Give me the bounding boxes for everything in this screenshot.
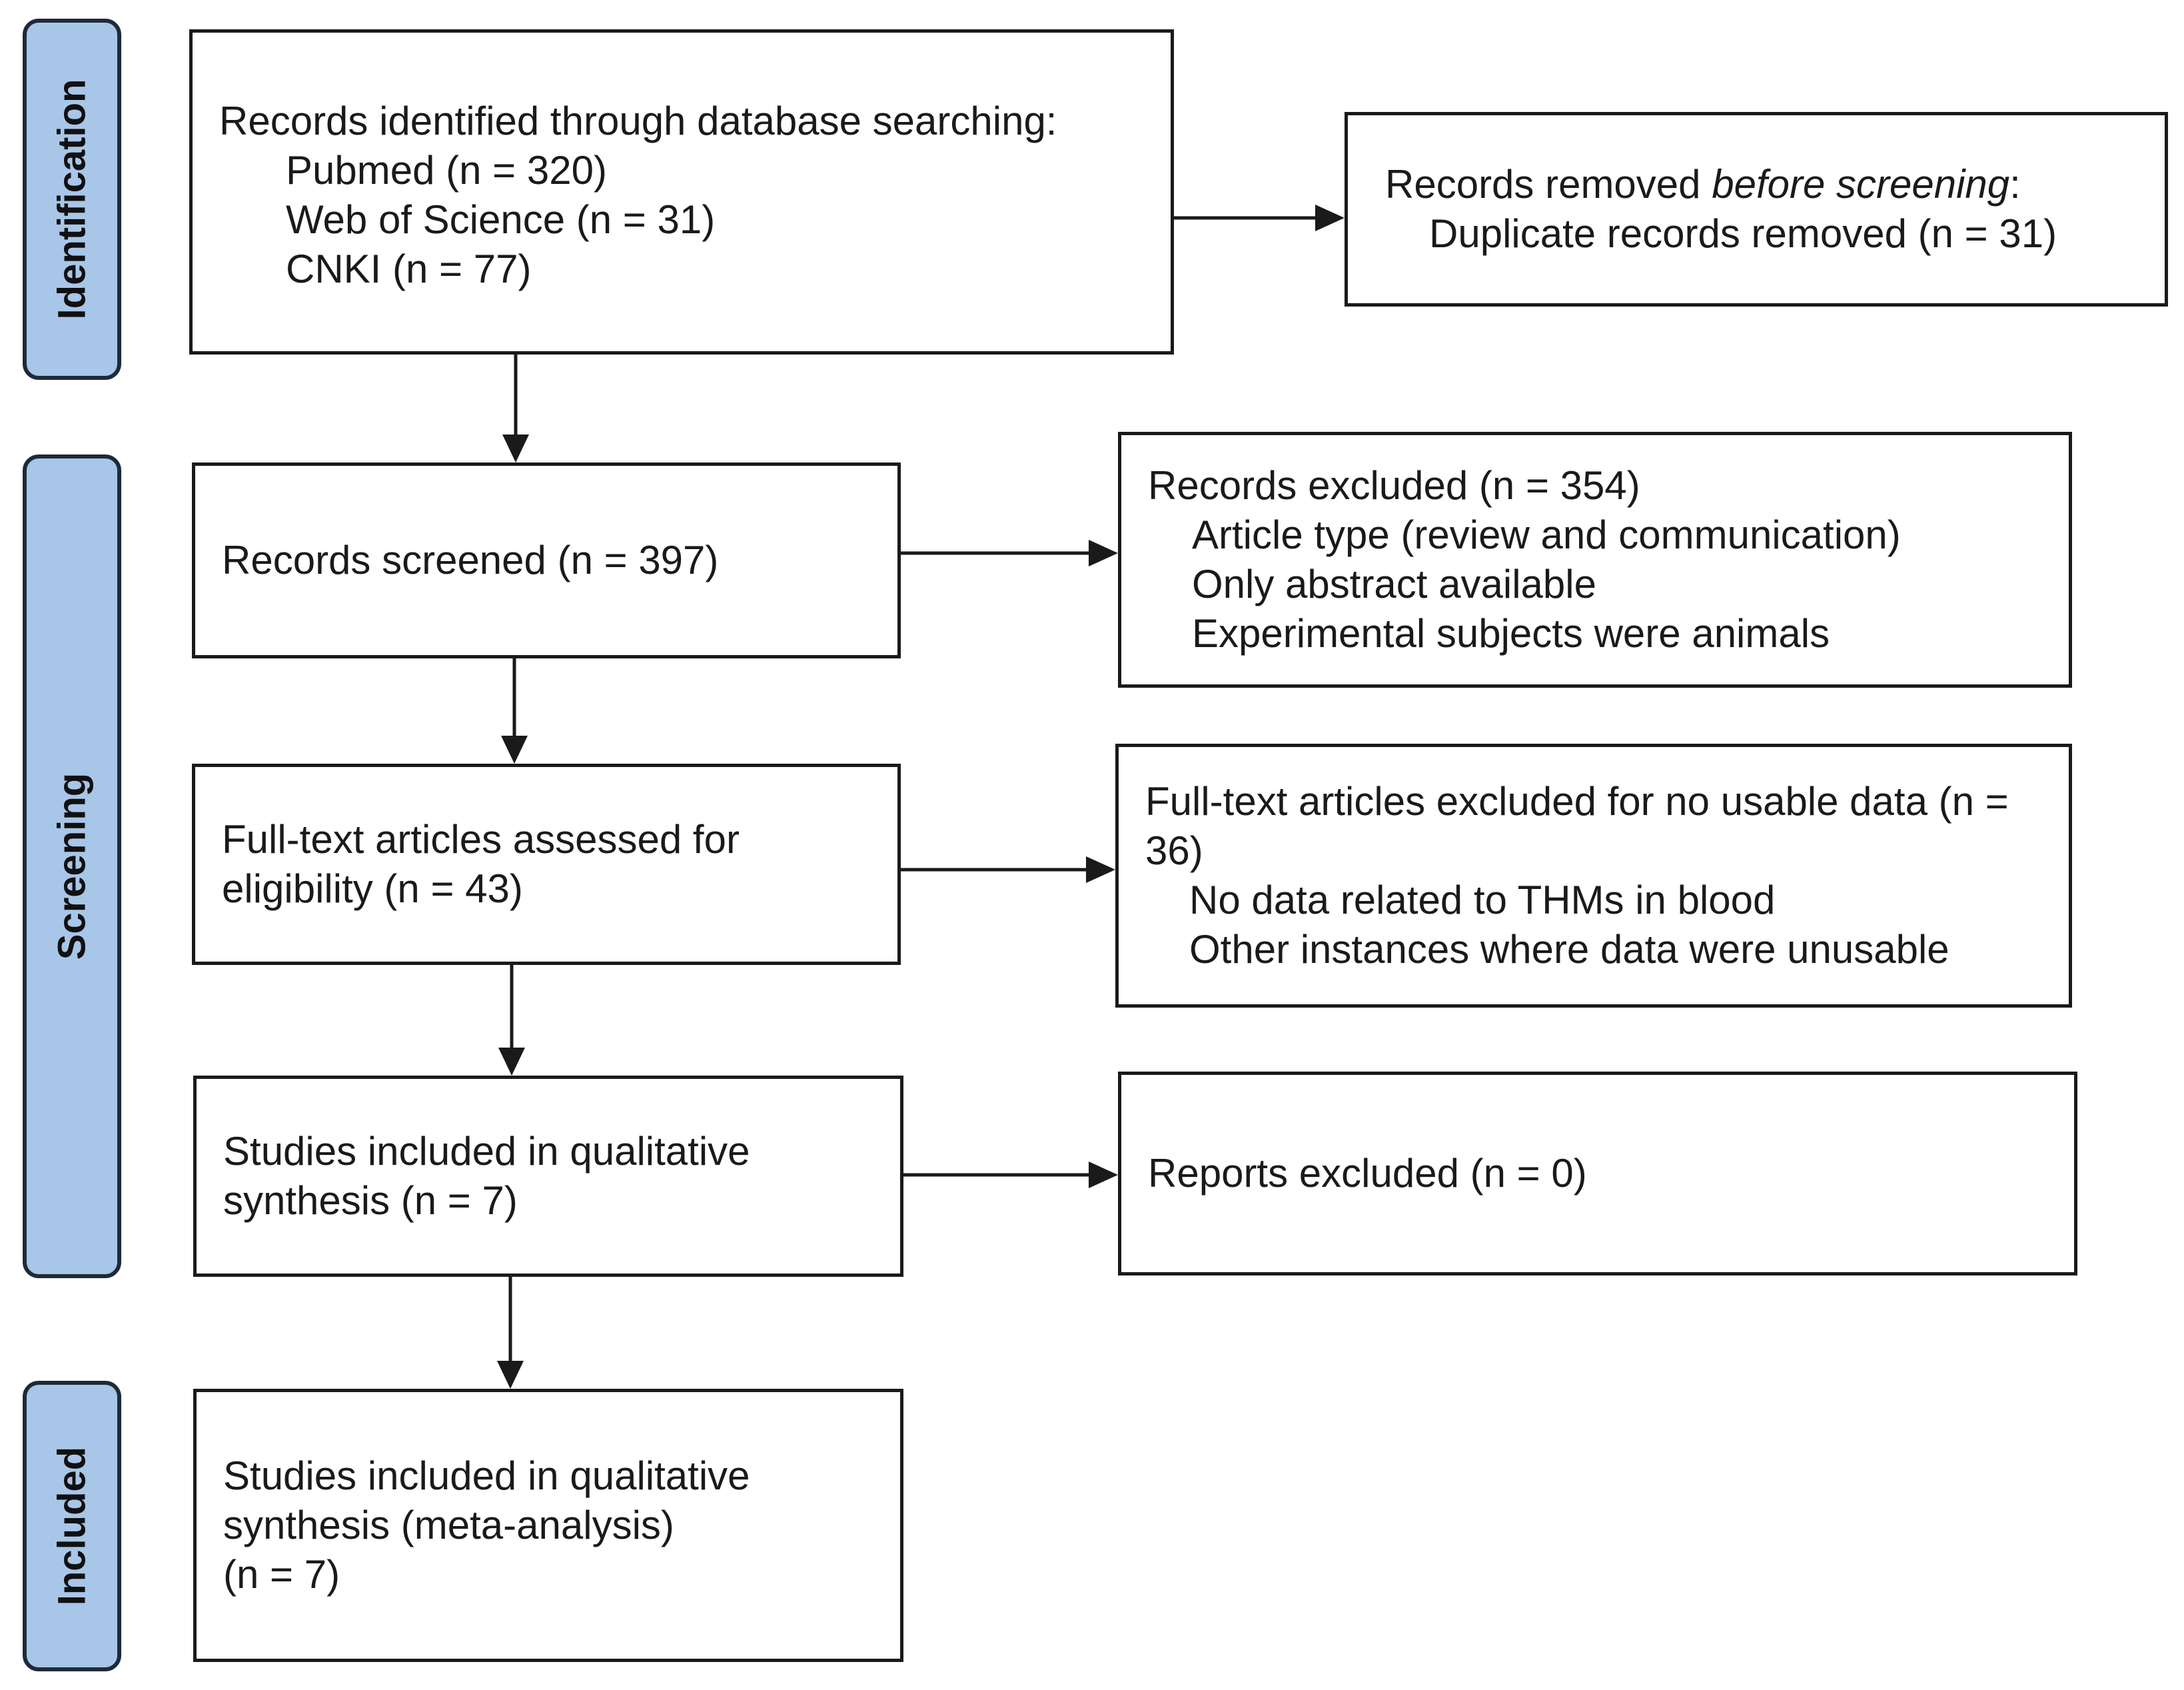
- phase-included: Included: [23, 1381, 121, 1671]
- excluded-reason-animals: Experimental subjects were animals: [1192, 611, 1830, 656]
- source-cnki: CNKI (n = 77): [286, 247, 532, 291]
- arrowhead: [502, 434, 529, 462]
- arrowhead: [1086, 856, 1115, 883]
- box-qualitative-synthesis: Studies included in qualitative synthesi…: [193, 1076, 903, 1277]
- fulltext-excluded-reason-other: Other instances where data were unusable: [1189, 927, 1949, 972]
- box-meta-analysis: Studies included in qualitative synthesi…: [193, 1389, 903, 1662]
- source-web-of-science: Web of Science (n = 31): [286, 197, 716, 242]
- removed-heading-emphasis: before screening: [1712, 162, 2010, 207]
- meta-line-3: (n = 7): [223, 1552, 340, 1597]
- box-fulltext-assessed: Full-text articles assessed for eligibil…: [192, 764, 901, 965]
- arrowhead: [497, 1361, 524, 1389]
- identified-heading: Records identified through database sear…: [219, 99, 1057, 143]
- box-records-screened: Records screened (n = 397): [192, 462, 901, 658]
- removed-heading: Records removed before screening:: [1385, 160, 2138, 209]
- removed-detail: Duplicate records removed (n = 31): [1429, 211, 2057, 256]
- box-records-excluded: Records excluded (n = 354) Article type …: [1118, 432, 2072, 688]
- meta-line-2: synthesis (meta-analysis): [223, 1503, 674, 1547]
- excluded-reason-article-type: Article type (review and communication): [1192, 512, 1901, 557]
- arrowhead: [1089, 1162, 1118, 1188]
- arrowhead: [1315, 205, 1345, 231]
- fulltext-text: Full-text articles assessed for eligibil…: [222, 817, 740, 911]
- box-records-removed: Records removed before screening: Duplic…: [1345, 112, 2168, 307]
- box-fulltext-excluded: Full-text articles excluded for no usabl…: [1115, 744, 2072, 1008]
- arrowhead: [1089, 540, 1118, 566]
- source-pubmed: Pubmed (n = 320): [286, 148, 607, 193]
- excluded-heading: Records excluded (n = 354): [1148, 463, 1640, 508]
- removed-heading-post: :: [2009, 162, 2021, 207]
- fulltext-excluded-reason-thms: No data related to THMs in blood: [1189, 878, 1776, 922]
- reports-excluded-text: Reports excluded (n = 0): [1148, 1151, 1587, 1196]
- phase-label-identification: Identification: [50, 79, 94, 320]
- phase-label-screening: Screening: [50, 772, 94, 960]
- qualitative-text: Studies included in qualitative synthesi…: [223, 1129, 750, 1223]
- fulltext-excluded-heading: Full-text articles excluded for no usabl…: [1145, 779, 2009, 873]
- arrowhead: [501, 736, 528, 764]
- box-reports-excluded: Reports excluded (n = 0): [1118, 1072, 2077, 1275]
- box-records-identified: Records identified through database sear…: [189, 29, 1174, 355]
- removed-heading-pre: Records removed: [1385, 162, 1712, 207]
- phase-screening: Screening: [23, 454, 121, 1278]
- screened-text: Records screened (n = 397): [222, 538, 719, 582]
- phase-identification: Identification: [23, 19, 121, 380]
- meta-line-1: Studies included in qualitative: [223, 1453, 750, 1498]
- excluded-reason-abstract: Only abstract available: [1192, 562, 1596, 606]
- phase-label-included: Included: [50, 1446, 94, 1606]
- arrowhead: [498, 1048, 525, 1076]
